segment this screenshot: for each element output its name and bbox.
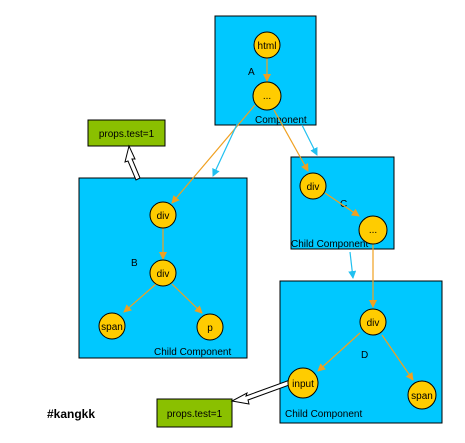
- node-b-div-1: div: [149, 201, 177, 229]
- node-d-span: span: [407, 380, 437, 410]
- svg-text:div: div: [157, 269, 170, 280]
- edge-b-div-to-p: [171, 283, 203, 314]
- edge-b-div-to-span: [123, 283, 157, 313]
- watermark-text: #kangkk: [47, 407, 95, 421]
- node-d-div: div: [359, 308, 387, 336]
- svg-text:div: div: [367, 318, 380, 329]
- props-text-top: props.test=1: [99, 129, 155, 140]
- cyan-edge-c-to-d: [348, 251, 357, 279]
- svg-text:input: input: [292, 379, 314, 390]
- node-c-div: div: [299, 172, 327, 200]
- props-box-top: props.test=1: [87, 119, 166, 147]
- svg-text:div: div: [307, 182, 320, 193]
- svg-text:p: p: [207, 323, 213, 334]
- edge-a-dots-to-c-div: [273, 109, 309, 172]
- svg-text:span: span: [411, 391, 433, 402]
- svg-text:span: span: [101, 322, 123, 333]
- node-d-input: input: [287, 367, 319, 399]
- node-c-dots: ...: [358, 215, 388, 245]
- component-c-letter: C: [340, 199, 347, 210]
- node-a-dots: ...: [252, 81, 282, 111]
- props-box-bottom: props.test=1: [156, 398, 233, 428]
- node-a-html: html: [253, 31, 281, 59]
- component-b-letter: B: [131, 258, 138, 269]
- svg-text:...: ...: [369, 225, 377, 236]
- hollow-arrow-d-to-props: [230, 379, 293, 405]
- edge-d-div-to-input: [317, 332, 361, 372]
- svg-text:div: div: [157, 211, 170, 222]
- cyan-edge-a-to-b: [212, 119, 240, 177]
- hollow-arrow-b-to-props: [124, 144, 141, 181]
- svg-text:html: html: [258, 41, 277, 52]
- edge-d-div-to-span: [381, 334, 414, 381]
- edge-a-dots-to-b-div: [171, 104, 256, 204]
- component-d-letter: D: [361, 350, 368, 361]
- component-b-label: Child Component: [154, 347, 231, 358]
- edge-c-div-to-dots: [324, 192, 360, 217]
- component-a-label: Component: [255, 115, 307, 126]
- node-b-span: span: [98, 312, 126, 340]
- props-text-bottom: props.test=1: [167, 409, 223, 420]
- svg-text:...: ...: [263, 91, 271, 102]
- component-c-label: Child Component: [291, 239, 368, 250]
- component-d-label: Child Component: [285, 409, 362, 420]
- node-b-p: p: [196, 313, 224, 341]
- node-b-div-2: div: [149, 259, 177, 287]
- cyan-edge-a-to-c: [301, 124, 318, 156]
- component-a-letter: A: [248, 67, 255, 78]
